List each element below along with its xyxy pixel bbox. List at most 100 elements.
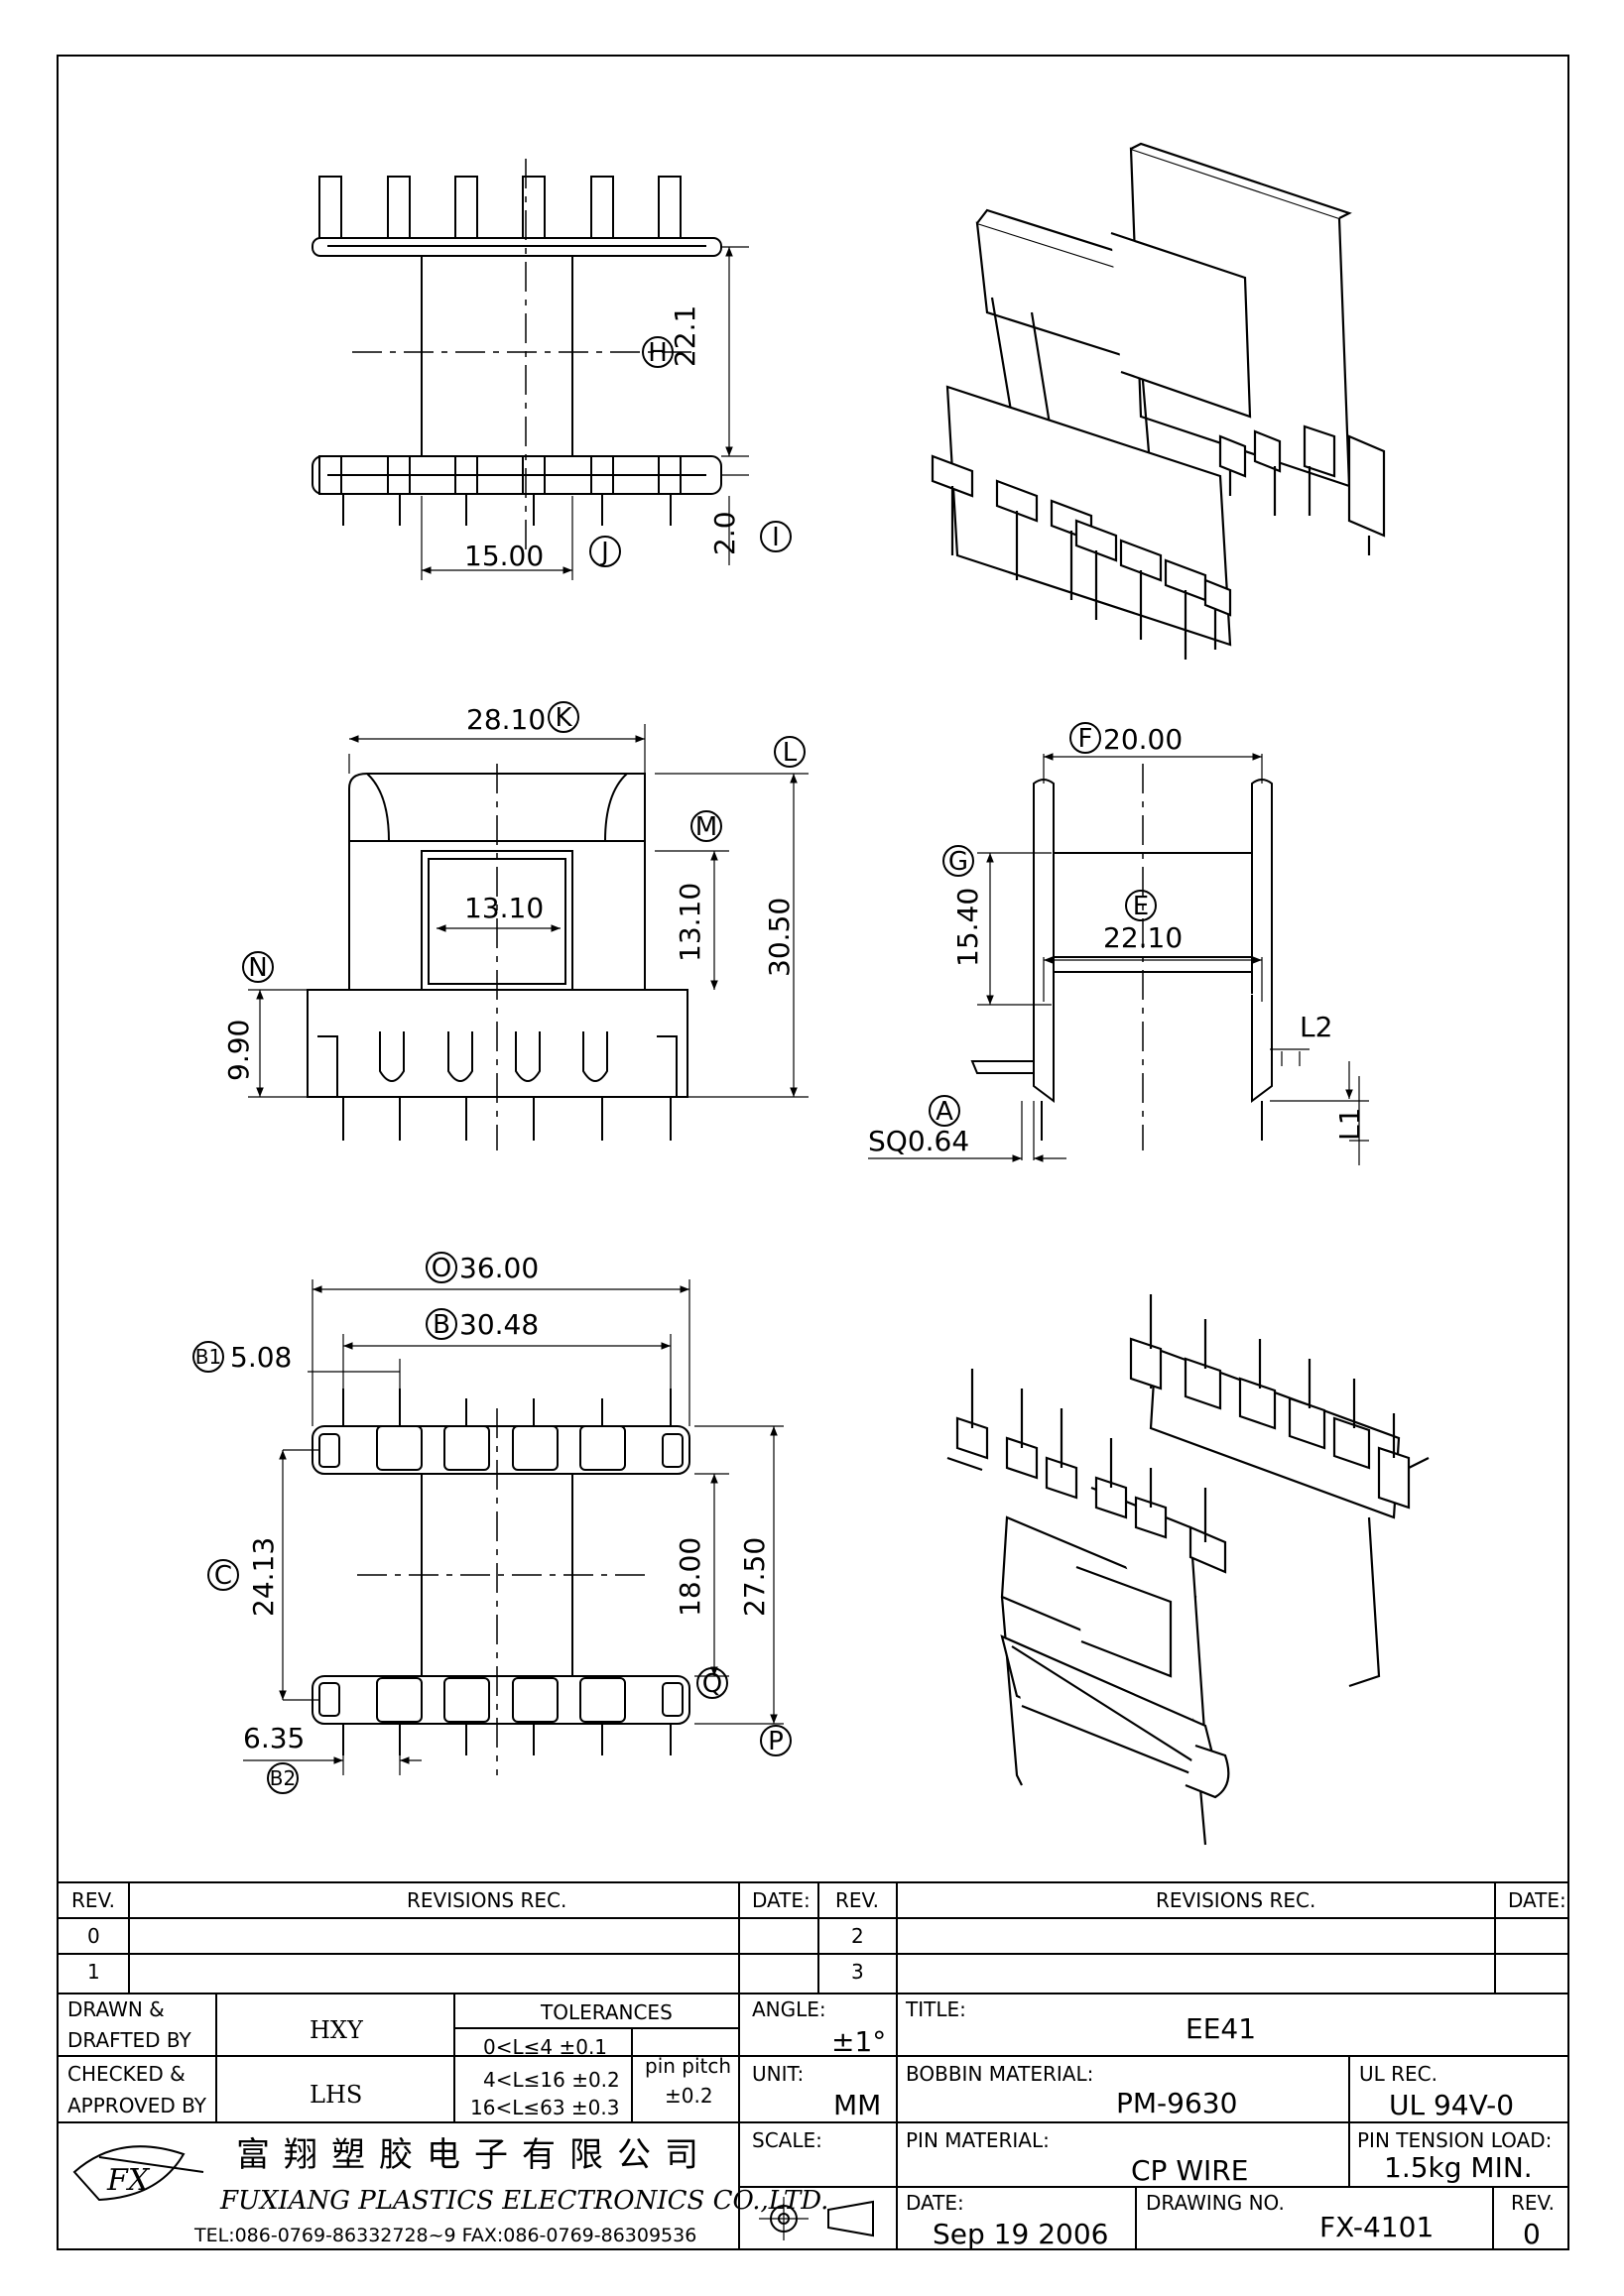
label-q-bubble: Q: [696, 1667, 728, 1699]
pin-material-label: PIN MATERIAL:: [906, 2128, 1050, 2152]
side-view-label-l1: L1: [1333, 1108, 1366, 1141]
top-view-dim-pin: 2.0: [708, 511, 741, 555]
label-h-bubble: H: [642, 336, 674, 368]
top-view-lower-pins: [318, 455, 682, 526]
tolerance-1: 0<L≤4 ±0.1: [483, 2035, 607, 2059]
title-value: EE41: [1186, 2012, 1256, 2045]
top-view: [312, 159, 749, 580]
label-o-bubble: O: [426, 1252, 457, 1283]
side-view-dim-g: 15.40: [951, 888, 984, 967]
isometric-view-top: [931, 142, 1386, 660]
isometric-view-bottom: [946, 1294, 1430, 1846]
label-b1-bubble: B1: [192, 1341, 224, 1373]
svg-text:B: B: [433, 1310, 450, 1340]
unit-label: UNIT:: [752, 2062, 804, 2086]
front-view: [248, 724, 809, 1150]
col-date-2: DATE:: [1508, 1888, 1566, 1912]
pin-tension-value: 1.5kg MIN.: [1384, 2151, 1533, 2184]
label-b2-bubble: B2: [267, 1762, 299, 1794]
side-view: [868, 753, 1369, 1165]
front-view-dim-window-w: 13.10: [464, 892, 544, 924]
checked-value: LHS: [310, 2081, 362, 2109]
pin-pitch-label: pin pitch: [645, 2054, 731, 2078]
bobbin-material-value: PM-9630: [1116, 2087, 1237, 2119]
col-revisions-2: REVISIONS REC.: [1156, 1888, 1315, 1912]
bottom-view-dim-inner: 18.00: [674, 1537, 706, 1617]
side-view-label-l2: L2: [1300, 1011, 1332, 1043]
date-value: Sep 19 2006: [933, 2218, 1108, 2250]
col-revisions: REVISIONS REC.: [407, 1888, 566, 1912]
pin-tension-label: PIN TENSION LOAD:: [1357, 2128, 1552, 2152]
front-view-dim-width: 28.10: [466, 703, 546, 736]
ul-rec-label: UL REC.: [1359, 2062, 1437, 2086]
bottom-view-dim-b2: 6.35: [243, 1722, 305, 1754]
svg-text:K: K: [555, 703, 572, 733]
bottom-view-dim-o: 36.00: [459, 1252, 539, 1284]
tolerances-label: TOLERANCES: [540, 2000, 673, 2024]
svg-text:P: P: [768, 1727, 784, 1756]
front-view-dim-window-h: 13.10: [674, 883, 706, 962]
drawn-label-2: DRAFTED BY: [67, 2028, 192, 2052]
bottom-view-bottom-rail: [312, 1675, 690, 1725]
company-name-en: FUXIANG PLASTICS ELECTRONICS CO.,LTD.: [219, 2186, 828, 2216]
isometric-top-pins: [931, 424, 1386, 660]
bottom-view-dim-b: 30.48: [459, 1308, 539, 1341]
company-contact: TEL:086-0769-86332728~9 FAX:086-0769-863…: [193, 2225, 696, 2246]
tolerance-3: 16<L≤63 ±0.3: [470, 2096, 619, 2119]
label-e-bubble: E: [1125, 890, 1157, 921]
svg-text:B1: B1: [195, 1345, 221, 1369]
col-rev: REV.: [71, 1888, 115, 1912]
top-view-dim-height: 22.1: [669, 305, 701, 367]
angle-label: ANGLE:: [752, 1997, 826, 2021]
svg-text:N: N: [248, 953, 267, 983]
label-c-bubble: C: [207, 1559, 239, 1591]
bobbin-material-label: BOBBIN MATERIAL:: [906, 2062, 1093, 2086]
rev-row-2: 2: [851, 1924, 864, 1948]
svg-text:FX: FX: [106, 2163, 151, 2198]
bottom-view-dim-b1: 5.08: [230, 1341, 292, 1374]
svg-text:B2: B2: [270, 1766, 296, 1790]
label-i-bubble: I: [760, 521, 792, 552]
checked-label-1: CHECKED &: [67, 2062, 186, 2086]
unit-value: MM: [833, 2089, 881, 2121]
top-view-dim-width: 15.00: [464, 540, 544, 572]
pin-pitch-value: ±0.2: [665, 2084, 713, 2108]
side-view-dim-e: 22.10: [1103, 921, 1183, 954]
angle-value: ±1°: [831, 2025, 886, 2058]
label-n-bubble: N: [242, 951, 274, 983]
svg-text:J: J: [599, 538, 609, 567]
company-logo: FX: [72, 2145, 204, 2202]
bottom-view-top-rail: [312, 1425, 690, 1475]
rev-row-0: 0: [87, 1924, 100, 1948]
label-p-bubble: P: [760, 1725, 792, 1756]
svg-text:F: F: [1078, 724, 1093, 754]
side-view-dim-f: 20.00: [1103, 723, 1183, 756]
bottom-view-dim-outer: 27.50: [738, 1537, 771, 1617]
label-k-bubble: K: [548, 701, 579, 733]
bottom-view-dim-c: 24.13: [247, 1537, 280, 1617]
ul-rec-value: UL 94V-0: [1389, 2089, 1514, 2121]
drawing-no-value: FX-4101: [1319, 2211, 1434, 2243]
sheet-border: [57, 55, 1569, 2250]
svg-text:Q: Q: [702, 1669, 722, 1699]
rev-value: 0: [1523, 2218, 1541, 2250]
title-label: TITLE:: [905, 1997, 966, 2021]
rev-label: REV.: [1511, 2191, 1555, 2215]
label-a-bubble: A: [929, 1095, 960, 1127]
bottom-view: [243, 1279, 784, 1775]
drawn-label-1: DRAWN &: [67, 1997, 165, 2021]
rev-row-1: 1: [87, 1960, 100, 1984]
col-date: DATE:: [752, 1888, 811, 1912]
svg-text:G: G: [948, 847, 968, 877]
company-name-cn: 富翔塑胶电子有限公司: [236, 2135, 712, 2175]
label-j-bubble: J: [589, 536, 621, 567]
front-view-pin-slots: [317, 1031, 678, 1141]
bottom-view-pins: [342, 1389, 672, 1755]
isometric-bottom-pins: [946, 1294, 1430, 1574]
svg-text:L: L: [783, 738, 798, 768]
tolerance-2: 4<L≤16 ±0.2: [483, 2068, 620, 2092]
drawn-value: HXY: [310, 2016, 364, 2044]
svg-text:M: M: [695, 812, 717, 842]
label-f-bubble: F: [1069, 722, 1101, 754]
